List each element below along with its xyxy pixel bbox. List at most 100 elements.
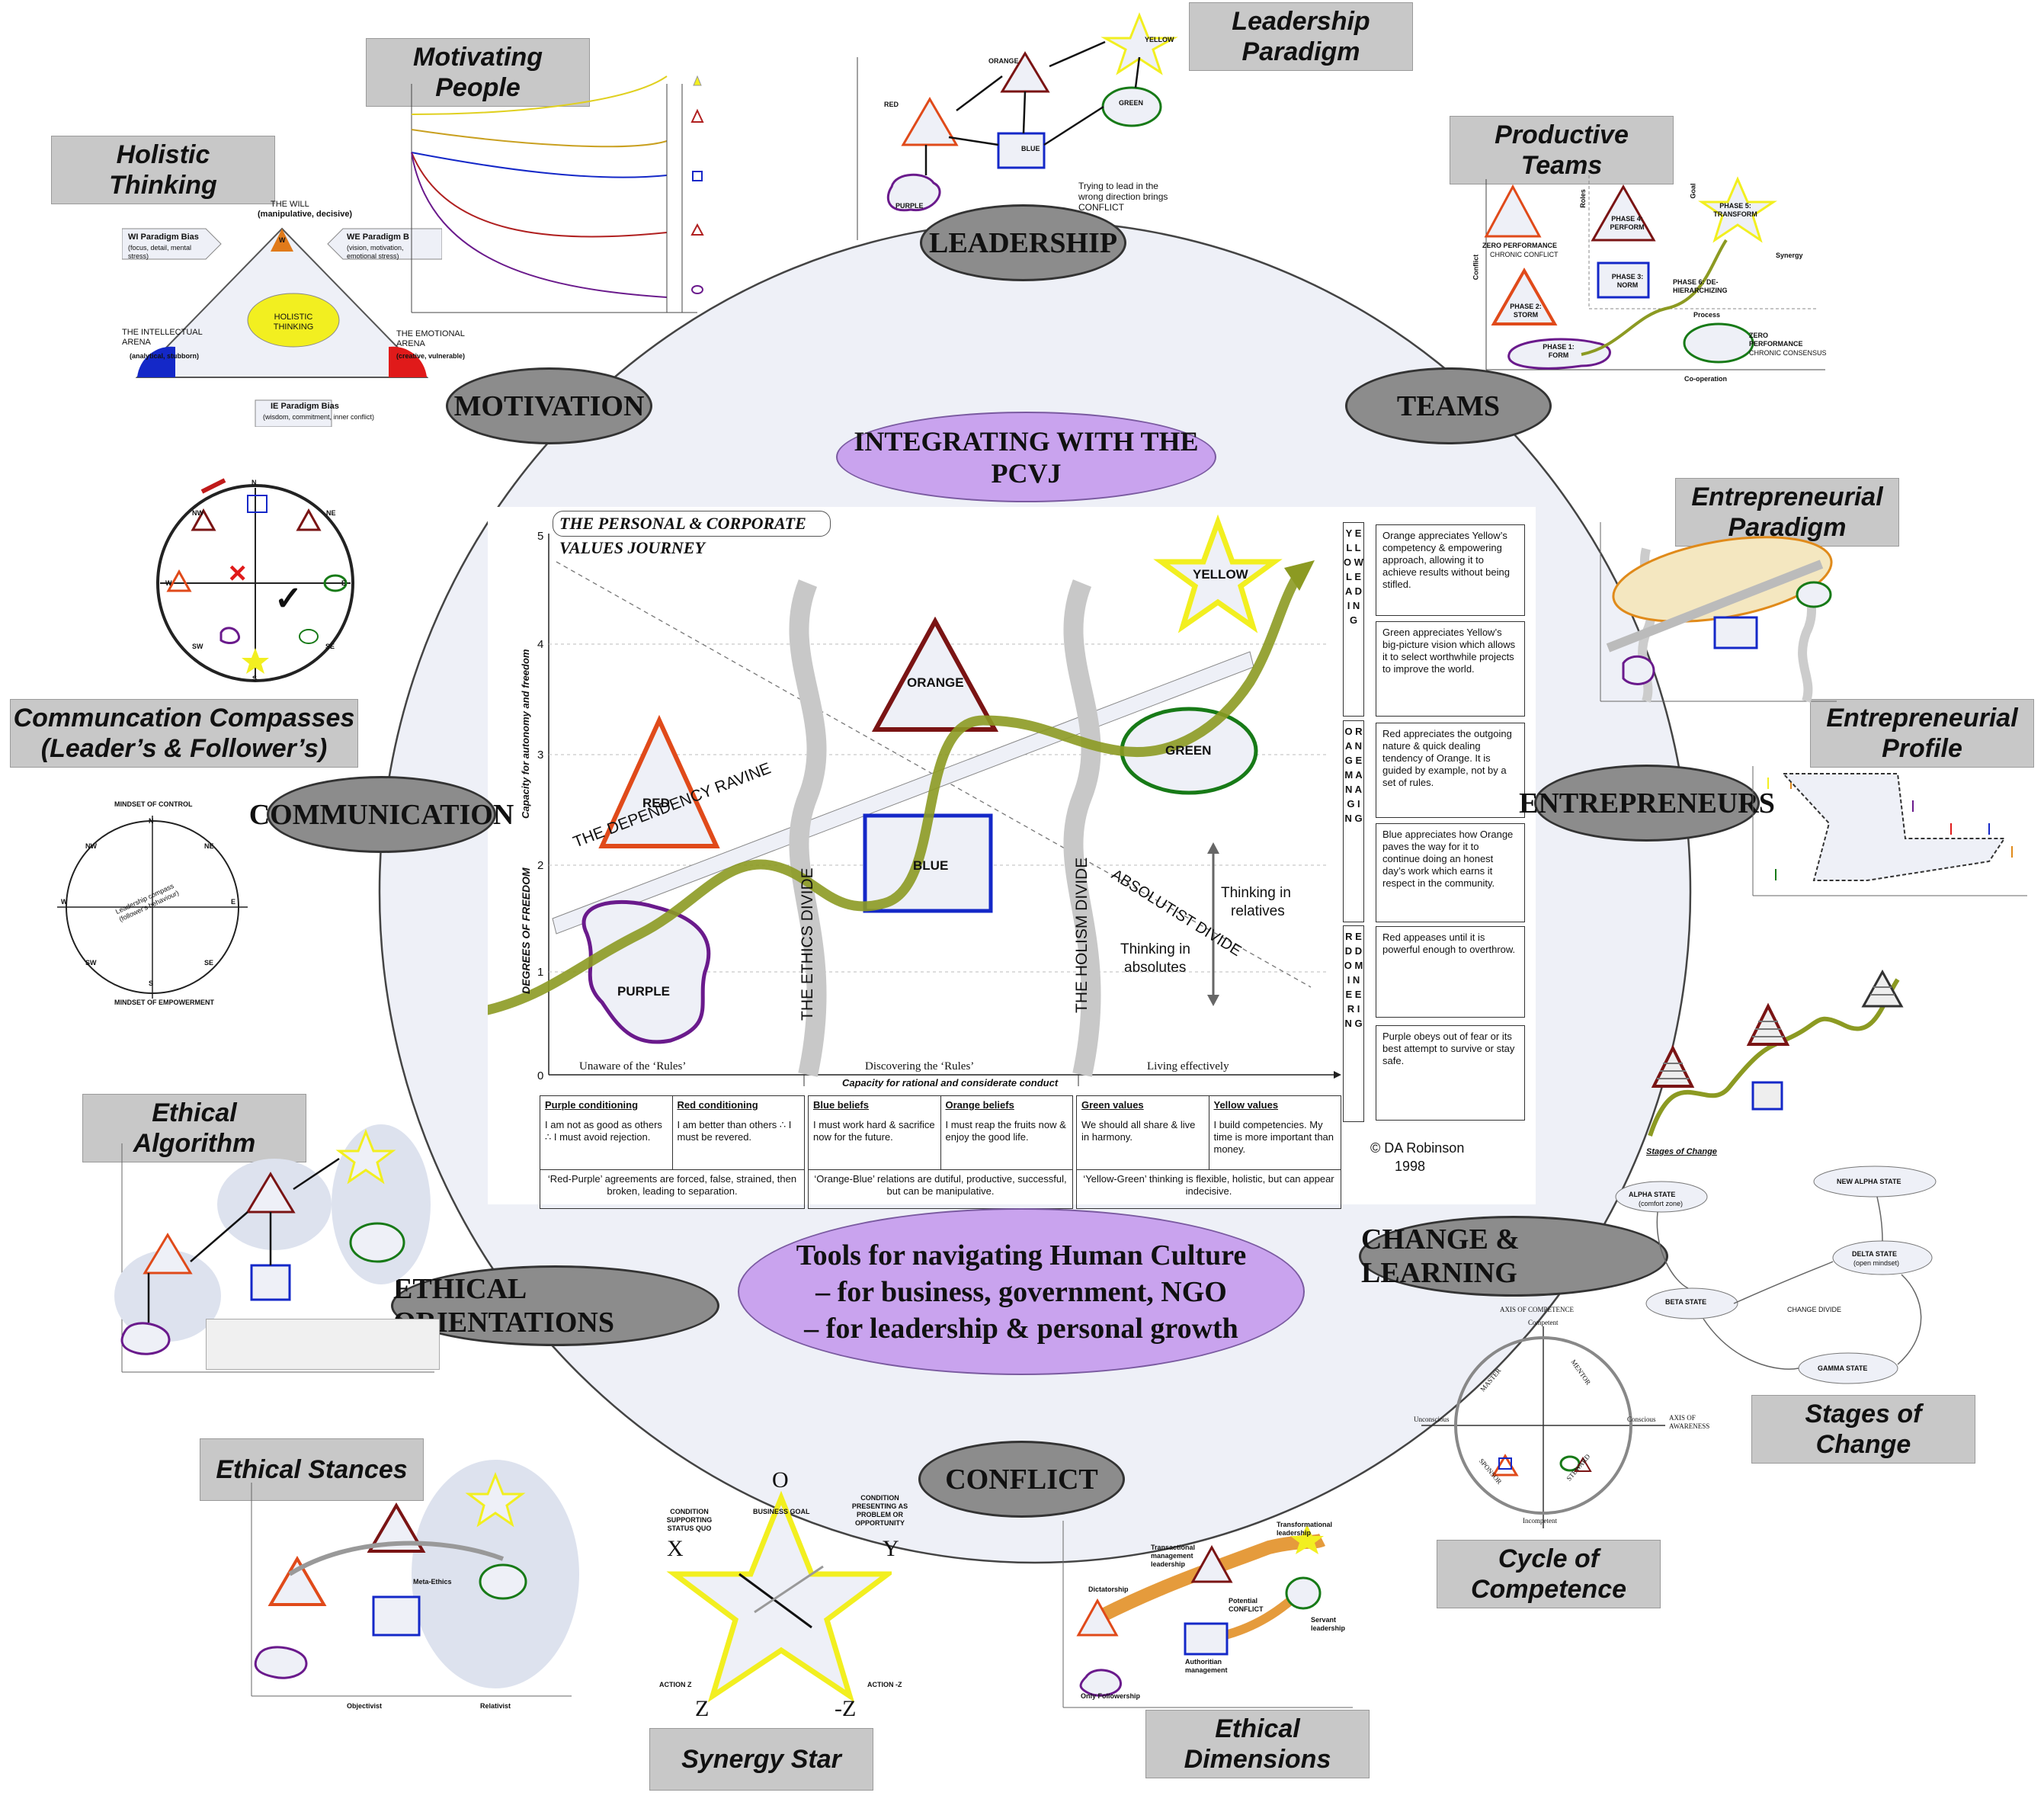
compass1-ne: NE <box>326 509 336 517</box>
x-region-1: Unaware of the ‘Rules’ <box>579 1060 687 1073</box>
stages-gamma: GAMMA STATE <box>1818 1364 1868 1372</box>
agreement-text: ‘Orange-Blue’ relations are dutiful, pro… <box>808 1169 1073 1209</box>
teams-coop: Co-operation <box>1684 375 1727 383</box>
lead-purple: PURPLE <box>895 202 924 210</box>
compass2-nw: NW <box>85 842 97 850</box>
teams-chronic1: CHRONIC CONFLICT <box>1490 251 1559 258</box>
oval-motivation[interactable]: MOTIVATION <box>446 367 652 444</box>
oval-entrepreneurs[interactable]: ENTREPRENEURS <box>1519 765 1775 842</box>
shape-label-purple: PURPLE <box>617 984 670 999</box>
oval-teams[interactable]: TEAMS <box>1345 367 1552 444</box>
dims-only: Only Followership <box>1081 1692 1141 1700</box>
holistic-center: HOLISTIC THINKING <box>273 313 314 332</box>
orange-managing-label: O R A N G E M A N A G I N G <box>1343 720 1364 922</box>
oval-leadership[interactable]: LEADERSHIP <box>920 204 1126 281</box>
tools-line-1: Tools for navigating Human Culture <box>796 1239 1247 1271</box>
label-communication-compasses[interactable]: Communcation Compasses(Leader’s & Follow… <box>10 699 358 768</box>
cond-head: Blue beliefs <box>813 1099 869 1111</box>
holistic-intel-sub: (analytical, stubborn) <box>130 352 200 360</box>
compass1-n: N <box>251 479 257 486</box>
holistic-ie: IE Paradigm Bias <box>271 402 339 411</box>
teams-chronic2: CHRONIC CONSENSUS <box>1749 349 1827 357</box>
teams-conflict: Conflict <box>1472 254 1480 281</box>
svg-text:✓: ✓ <box>274 580 303 617</box>
y-tick-0: 0 <box>537 1069 544 1082</box>
cond-text: I must reap the fruits now & enjoy the g… <box>945 1119 1066 1143</box>
cond-head: Purple conditioning <box>545 1099 639 1111</box>
holistic-will-sub: (manipulative, decisive) <box>258 210 353 219</box>
relatives-line2: relatives <box>1231 903 1285 919</box>
y-axis-outer-label: DEGREES OF FREEDOM <box>520 867 532 994</box>
integrating-title: INTEGRATING WITH THE PCVJ <box>836 412 1216 502</box>
yellow-leading-label: Y E L L O W L E A D I N G <box>1343 522 1364 717</box>
cond-text: We should all share & live in harmony. <box>1081 1119 1196 1143</box>
dims-dict: Dictatorship <box>1088 1586 1129 1593</box>
dims-auth: Authoritian management <box>1185 1658 1228 1674</box>
side-note: Blue appreciates how Orange paves the wa… <box>1376 823 1525 922</box>
syn-o: O <box>772 1467 789 1493</box>
oval-communication[interactable]: COMMUNICATION <box>249 776 514 853</box>
shape-label-orange: ORANGE <box>907 675 964 690</box>
side-note: Red appreciates the outgoing nature & qu… <box>1376 723 1525 818</box>
oval-ethical-orientations[interactable]: ETHICAL ORIENTATIONS <box>391 1265 719 1346</box>
holistic-we: WE Paradigm B <box>347 232 409 242</box>
relatives-line1: Thinking in <box>1221 885 1291 901</box>
holistic-emo: THE EMOTIONAL ARENA <box>396 329 465 348</box>
teams-diagram <box>1484 175 1825 370</box>
syn-actz: ACTION Z <box>659 1681 692 1688</box>
compass2-ne: NE <box>204 842 214 850</box>
y-tick-4: 4 <box>537 638 544 651</box>
conditioning-table-3: Green values We should all share & live i… <box>1076 1095 1341 1209</box>
teams-roles: Roles <box>1578 189 1587 208</box>
compass2-south: MINDSET OF EMPOWERMENT <box>114 999 214 1006</box>
holistic-wi-sub: (focus, detail, mental stress) <box>128 244 192 260</box>
compass2-e: E <box>231 898 236 906</box>
compass1-e: E <box>341 579 347 587</box>
compass2-n: N <box>149 817 154 825</box>
y-tick-2: 2 <box>537 859 544 872</box>
ethical-stances-diagram <box>251 1460 579 1697</box>
cond-head: Green values <box>1081 1099 1144 1111</box>
stages-flow-diagram <box>1615 1166 1937 1384</box>
cycle-unconscious: Unconscious <box>1414 1416 1450 1423</box>
holistic-intel: THE INTELLECTUAL ARENA <box>122 328 203 347</box>
side-note: Purple obeys out of fear or its best att… <box>1376 1025 1525 1121</box>
agreement-text: ‘Yellow-Green’ thinking is flexible, hol… <box>1076 1169 1341 1209</box>
compass1-sw: SW <box>192 643 203 650</box>
syn-y: Y <box>883 1536 899 1561</box>
lead-green: GREEN <box>1119 99 1144 107</box>
values-journey-svg <box>488 514 1341 1086</box>
syn-right: CONDITION PRESENTING AS PROBLEM OR OPPOR… <box>851 1494 908 1527</box>
shape-label-blue: BLUE <box>913 858 949 873</box>
cycle-axis-comp: AXIS OF COMPETENCE <box>1500 1306 1575 1313</box>
side-note: Orange appreciates Yellow’s competency &… <box>1376 524 1525 616</box>
teams-p1: PHASE 1: FORM <box>1543 343 1575 359</box>
ethical-dimensions-diagram <box>1062 1521 1353 1708</box>
x-region-3: Living effectively <box>1147 1060 1229 1073</box>
holistic-diagram <box>122 227 442 427</box>
stance-meta: Meta-Ethics <box>413 1578 452 1586</box>
follower-compass <box>57 816 248 999</box>
y-tick-1: 1 <box>537 966 544 979</box>
holistic-w: W <box>279 236 286 244</box>
label-synergy-star[interactable]: Synergy Star <box>649 1728 873 1791</box>
entrepreneurial-paradigm-diagram <box>1600 522 1837 703</box>
lead-yellow: YELLOW <box>1145 36 1174 43</box>
oval-change-learning[interactable]: CHANGE & LEARNING <box>1359 1216 1668 1297</box>
holistic-wi: WI Paradigm Bias <box>128 232 199 242</box>
cond-text: I build competencies. My time is more im… <box>1213 1119 1334 1155</box>
stance-rel: Relativist <box>480 1702 511 1710</box>
label-ethical-stances[interactable]: Ethical Stances <box>200 1438 424 1501</box>
tools-title: Tools for navigating Human Culture – for… <box>738 1208 1305 1375</box>
oval-conflict[interactable]: CONFLICT <box>918 1441 1125 1518</box>
